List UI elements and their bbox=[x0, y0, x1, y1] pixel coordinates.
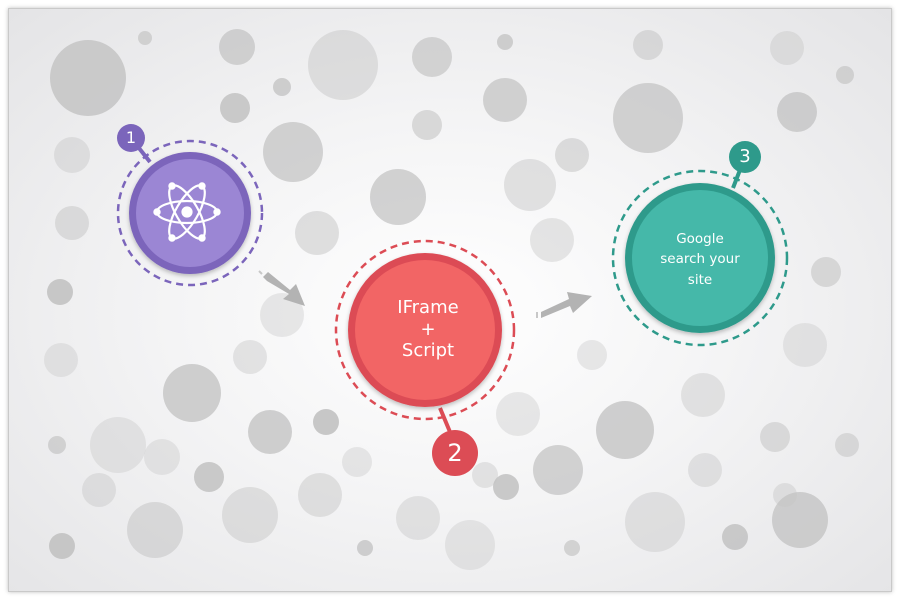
bubble bbox=[308, 30, 378, 100]
step-2-label: IFrame + Script bbox=[397, 297, 459, 362]
background-bubbles bbox=[44, 29, 859, 570]
bubble bbox=[342, 447, 372, 477]
bubble bbox=[233, 340, 267, 374]
bubble bbox=[90, 417, 146, 473]
bubble bbox=[144, 439, 180, 475]
bubble bbox=[533, 445, 583, 495]
step-3-badge bbox=[729, 141, 761, 173]
bubble bbox=[596, 401, 654, 459]
step-2-connector bbox=[438, 407, 452, 433]
step-3-label: Google search your site bbox=[660, 231, 740, 288]
bubble bbox=[138, 31, 152, 45]
bubble bbox=[248, 410, 292, 454]
bubble bbox=[273, 78, 291, 96]
bubble bbox=[504, 159, 556, 211]
bubble bbox=[783, 323, 827, 367]
step-2-number: 2 bbox=[447, 439, 463, 467]
bubble bbox=[445, 520, 495, 570]
bubble bbox=[357, 540, 373, 556]
bubble bbox=[82, 473, 116, 507]
bubble bbox=[219, 29, 255, 65]
bubble bbox=[633, 30, 663, 60]
bubble bbox=[625, 492, 685, 552]
bubble bbox=[613, 83, 683, 153]
bubble bbox=[48, 436, 66, 454]
bubble bbox=[47, 279, 73, 305]
bubble bbox=[472, 462, 498, 488]
bubble bbox=[260, 293, 304, 337]
bubble bbox=[313, 409, 339, 435]
atom-icon bbox=[153, 182, 221, 242]
step-3-number: 3 bbox=[739, 146, 751, 167]
bubble bbox=[483, 78, 527, 122]
bubble bbox=[295, 211, 339, 255]
bubble bbox=[55, 206, 89, 240]
bubble bbox=[222, 487, 278, 543]
step-1-dashed-ring bbox=[116, 139, 264, 287]
bubble bbox=[220, 93, 250, 123]
bubble bbox=[54, 137, 90, 173]
bubble bbox=[44, 343, 78, 377]
bubble bbox=[127, 502, 183, 558]
bubble bbox=[412, 110, 442, 140]
bubble bbox=[835, 433, 859, 457]
arrow-step1-to-step2 bbox=[258, 270, 305, 306]
bubble bbox=[681, 373, 725, 417]
bubble bbox=[770, 31, 804, 65]
bubble bbox=[49, 533, 75, 559]
bubble bbox=[396, 496, 440, 540]
bubble bbox=[772, 492, 828, 548]
step-2-dashed-ring bbox=[334, 239, 516, 421]
bubble bbox=[555, 138, 589, 172]
bubble bbox=[811, 257, 841, 287]
arrow-step2-to-step3 bbox=[536, 292, 592, 318]
bubble bbox=[263, 122, 323, 182]
bubble bbox=[777, 92, 817, 132]
bubble bbox=[836, 66, 854, 84]
step-1-number: 1 bbox=[125, 128, 137, 147]
bubble bbox=[564, 540, 580, 556]
bubble bbox=[493, 474, 519, 500]
step-1-node bbox=[116, 124, 264, 287]
bubble bbox=[497, 34, 513, 50]
step-2-node bbox=[334, 239, 516, 476]
bubble bbox=[688, 453, 722, 487]
bubble bbox=[298, 473, 342, 517]
bubble bbox=[577, 340, 607, 370]
step-3-node bbox=[611, 141, 789, 347]
bubble bbox=[412, 37, 452, 77]
step-1-badge bbox=[117, 124, 145, 152]
bubble bbox=[530, 218, 574, 262]
bubble bbox=[370, 169, 426, 225]
step-3-dashed-ring bbox=[611, 169, 789, 347]
bubble bbox=[496, 392, 540, 436]
bubble bbox=[760, 422, 790, 452]
bubble bbox=[163, 364, 221, 422]
bubble bbox=[194, 462, 224, 492]
step-2-badge bbox=[432, 430, 478, 476]
step-3-disc bbox=[632, 190, 768, 326]
bubble bbox=[722, 524, 748, 550]
bubble bbox=[50, 40, 126, 116]
step-2-disc bbox=[355, 260, 495, 400]
